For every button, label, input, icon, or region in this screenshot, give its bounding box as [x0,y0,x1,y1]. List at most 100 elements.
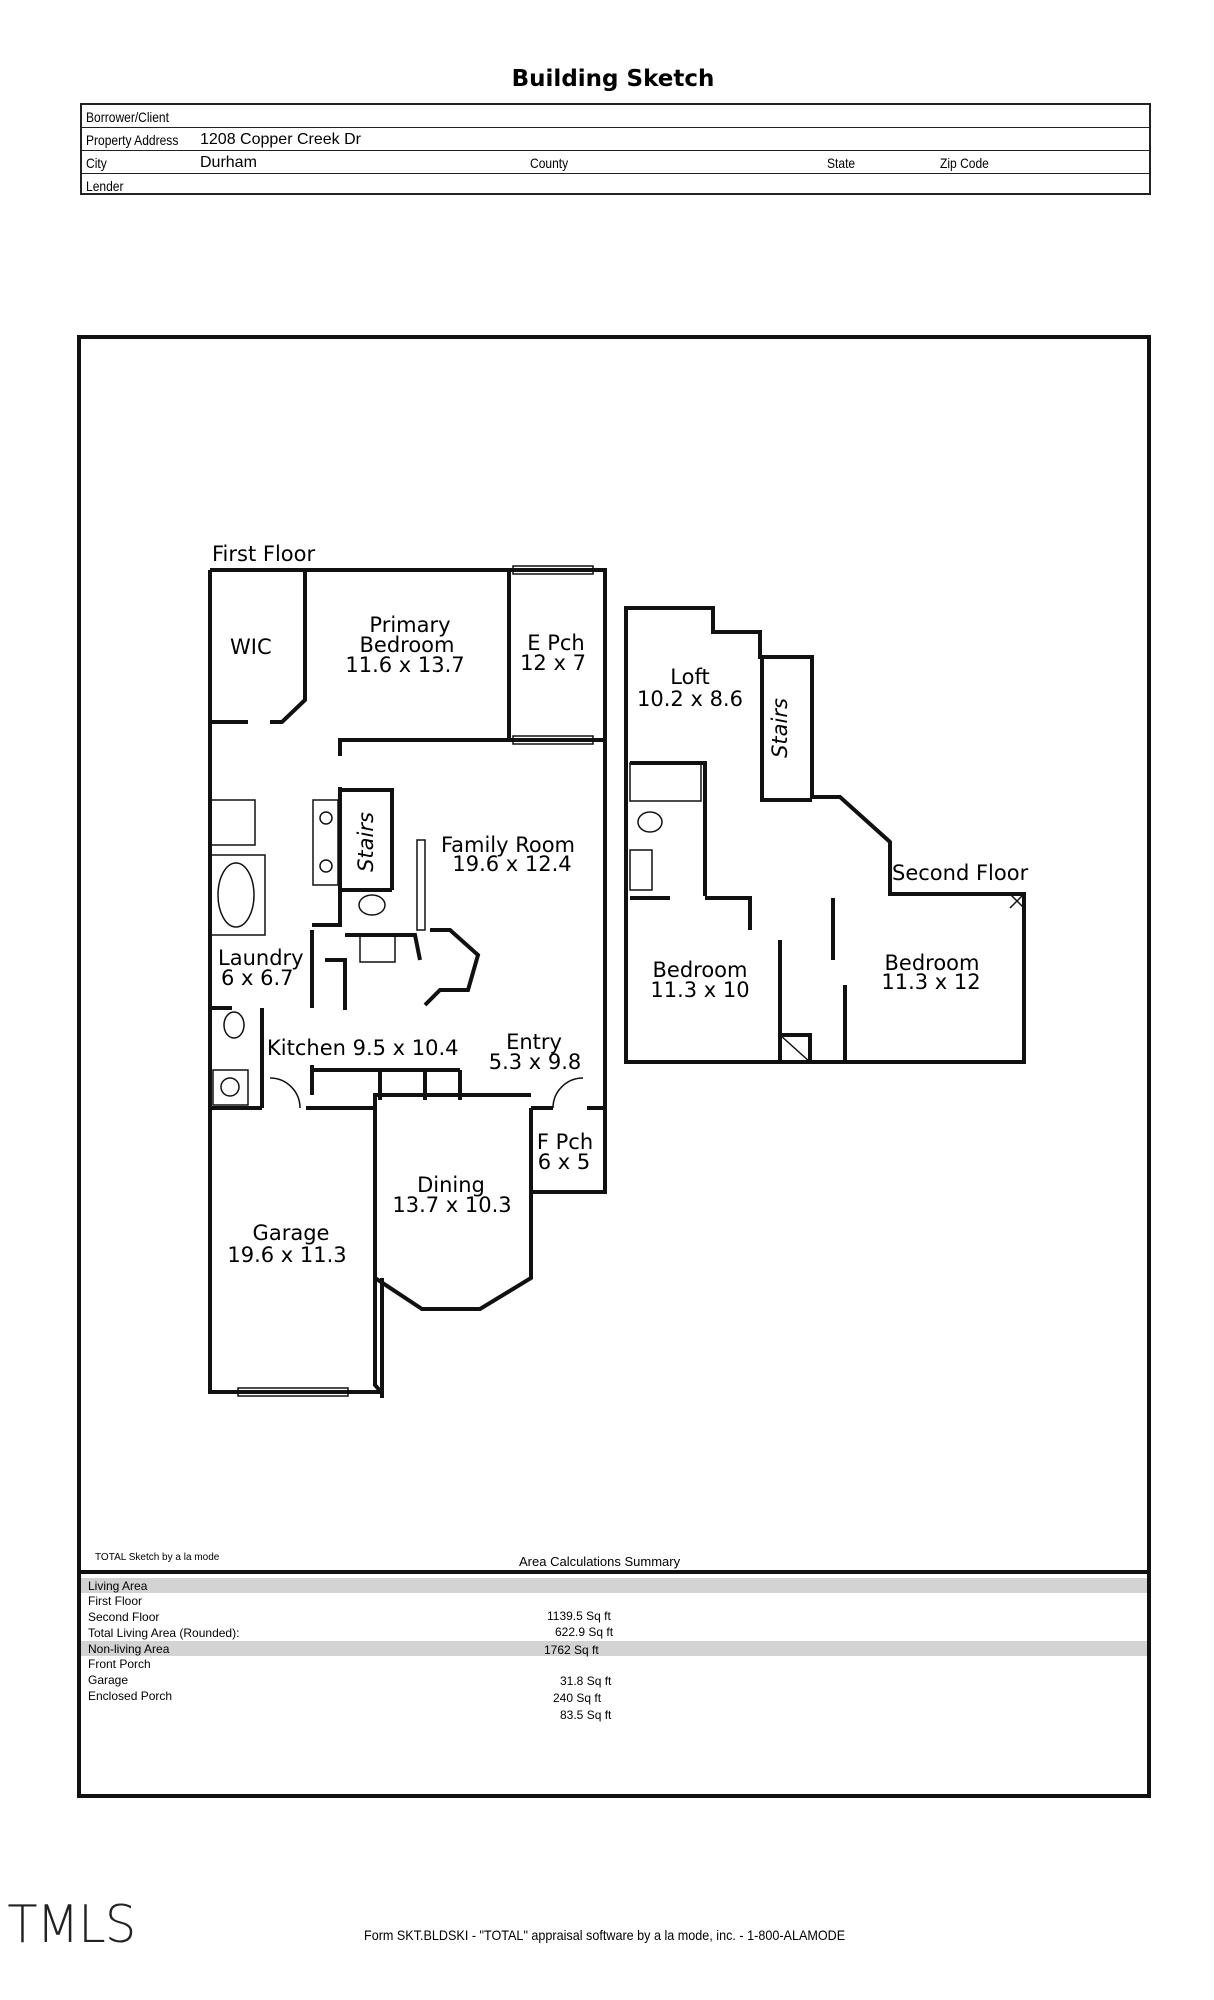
second-tub [629,762,702,802]
borrower-row: Borrower/Client [82,105,1149,128]
nonliving-area-header: Non-living Area [81,1641,1147,1656]
primary-bedroom-label-1: Primary [369,613,450,637]
state-label: State [827,155,856,171]
city-value: Durham [200,154,257,171]
zip-label: Zip Code [940,155,989,171]
entry-label: Entry [506,1030,562,1054]
loft-label: Loft [670,665,709,689]
attic-access [1009,893,1025,909]
total-row: Total Living Area (Rounded): [81,1625,1147,1641]
area-calculations: Living Area First Floor Second Floor Tot… [81,1578,1147,1704]
enclosed-porch-dim: 12 x 7 [520,651,586,675]
toilet-a [358,894,386,916]
total-living-label: Total Living Area (Rounded): [88,1626,240,1640]
first-floor-row: First Floor [81,1593,1147,1609]
garage-area-value: 240 Sq ft [553,1691,602,1705]
fireplace [416,839,426,931]
sink-c [220,1077,240,1097]
vanity [209,799,256,846]
second-floor-row: Second Floor [81,1609,1147,1625]
page-title: Building Sketch [511,66,715,92]
kitchen-counter-wall [345,933,422,961]
sink-box [212,1069,249,1106]
front-porch-dim: 6 x 5 [538,1150,591,1174]
second-floor-area-value: 622.9 Sq ft [555,1625,614,1639]
enclosed-porch-row: Enclosed Porch [81,1688,1147,1704]
area-summary-title: Area Calculations Summary [519,1554,681,1569]
second-floor-label: Second Floor [892,861,1029,885]
kitchen-label: Kitchen 9.5 x 10.4 [267,1036,459,1060]
door-swing-b [552,1077,584,1109]
first-floor-area-label: First Floor [88,1594,142,1608]
kitchen-dining-wall [373,1093,531,1108]
enclosed-porch-label: E Pch [527,631,584,655]
primary-bedroom-dim: 11.6 x 13.7 [345,653,464,677]
primary-bedroom-label-2: Bedroom [360,633,455,657]
garage-area-label: Garage [88,1673,129,1687]
front-porch-label: F Pch [537,1130,593,1154]
borrower-label: Borrower/Client [86,109,169,125]
living-area-header: Living Area [81,1578,1147,1593]
lender-row: Lender [82,174,1149,196]
second-floor-area-label: Second Floor [88,1610,160,1624]
primary-bedroom-wall [338,738,509,756]
kitchen-counters [310,1065,462,1100]
stairs-label-second: Stairs [768,698,792,758]
county-label: County [530,155,569,171]
laundry-label: Laundry [218,946,304,970]
front-porch-row: Front Porch [81,1656,1147,1672]
stairs-wall [312,787,342,927]
stairs-label-first: Stairs [354,812,378,872]
garage-door [237,1387,349,1397]
tub-basin [217,862,255,928]
garage-dim: 19.6 x 11.3 [227,1243,346,1267]
bedroom-a-dim: 11.3 x 10 [650,978,749,1002]
garage-row: Garage [81,1672,1147,1688]
stairs-box [340,788,394,890]
enclosed-porch-area-value: 83.5 Sq ft [560,1708,612,1722]
door-swing-a [269,1077,301,1109]
window-top [512,565,594,575]
sketch-frame [77,335,1151,1798]
dining-dim: 13.7 x 10.3 [392,1193,511,1217]
bedroom-b-label: Bedroom [885,951,980,975]
first-floor-label: First Floor [212,542,315,566]
bedroom-b-dim: 11.3 x 12 [881,970,980,994]
address-row: Property Address 1208 Copper Creek Dr [82,128,1149,151]
wic-label: WIC [230,635,272,659]
lender-label: Lender [86,178,124,194]
bedroom-a-label: Bedroom [653,958,748,982]
sketch-credit: TOTAL Sketch by a la mode [95,1552,220,1563]
front-porch-area-value: 31.8 Sq ft [560,1674,612,1688]
second-floor-outline [624,606,1026,1064]
garage-label: Garage [253,1221,330,1245]
closet-x [779,1034,811,1063]
double-vanity [312,799,339,886]
kitchen-island [423,928,481,1007]
linen-closet [780,1033,812,1062]
first-floor-outline-b [208,570,384,1394]
stove [359,934,396,963]
sink-b [319,859,333,873]
entry-dim: 5.3 x 9.8 [489,1050,582,1074]
second-sink [629,849,653,891]
wic-wall [270,570,307,724]
tub [209,854,266,936]
front-porch-area-label: Front Porch [88,1657,151,1671]
address-value: 1208 Copper Creek Dr [200,131,361,148]
bed-a-wall-b [705,896,752,930]
loft-dim: 10.2 x 8.6 [637,687,743,711]
city-label: City [86,155,107,171]
toilet-b [223,1011,245,1039]
first-floor-outline-a [210,568,607,1398]
laundry-closet [325,958,347,1010]
second-toilet [637,811,663,833]
dining-label: Dining [417,1173,485,1197]
sink-a [319,811,333,825]
sketch-divider [77,1570,1151,1574]
enclosed-porch-area-label: Enclosed Porch [88,1689,173,1703]
tmls-watermark: TMLS [7,1895,136,1955]
family-room-label: Family Room [441,833,575,857]
city-row: City Durham County State Zip Code [82,151,1149,174]
